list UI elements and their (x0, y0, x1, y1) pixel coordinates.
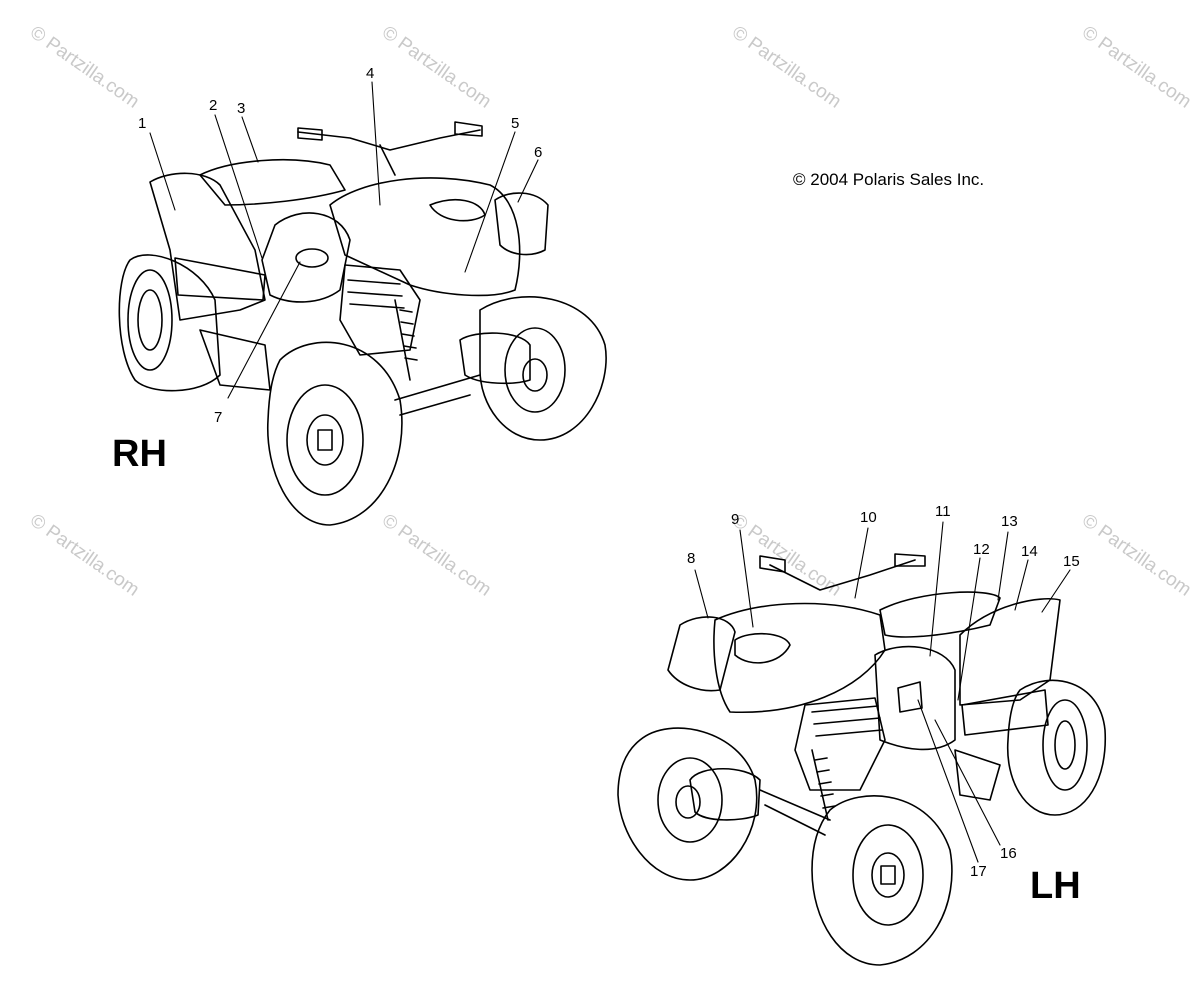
rh-leader-lines (149, 81, 539, 399)
lh-seat (879, 591, 1001, 638)
callout-13: 13 (1001, 513, 1018, 530)
rh-hood-stripe (429, 199, 486, 222)
lh-leader-lines (694, 521, 1071, 863)
lh-side-cover (874, 645, 956, 751)
rh-front-near-wheel (266, 341, 403, 526)
atv-lh-illustration (617, 553, 1107, 966)
rh-side-panel (174, 257, 266, 301)
rh-handlebars (297, 121, 483, 176)
rh-decal-oval (295, 248, 329, 268)
rh-shock (394, 299, 411, 381)
callout-8: 8 (687, 550, 695, 567)
lh-headlight-pod (667, 616, 736, 692)
callout-2: 2 (209, 97, 217, 114)
rh-a-arm (394, 374, 481, 416)
callout-1: 1 (138, 115, 146, 132)
lh-view-label: LH (1030, 865, 1081, 907)
callout-4: 4 (366, 65, 374, 82)
rh-headlight-pod (494, 192, 549, 256)
callout-6: 6 (534, 144, 542, 161)
rh-engine (339, 264, 421, 356)
callout-5: 5 (511, 115, 519, 132)
lh-rear-wheel (1006, 679, 1107, 816)
rh-footwell (199, 329, 271, 391)
callout-9: 9 (731, 511, 739, 528)
lh-front-bumper (689, 767, 761, 821)
copyright-text: © 2004 Polaris Sales Inc. (793, 170, 985, 189)
lh-hood (713, 602, 886, 714)
lh-side-panel (961, 689, 1049, 736)
callout-15: 15 (1063, 553, 1080, 570)
lh-footwell (954, 749, 1001, 801)
callout-7: 7 (214, 409, 222, 426)
lh-front-far-wheel (811, 795, 953, 966)
lh-front-near-wheel (617, 727, 758, 881)
rh-rear-wheel (118, 254, 221, 392)
rh-front-bumper (459, 332, 531, 385)
rh-rear-fender (149, 172, 266, 321)
rh-view-label: RH (112, 433, 167, 475)
lh-handlebars (759, 553, 926, 591)
callout-10: 10 (860, 509, 877, 526)
lh-a-arm (759, 789, 831, 836)
callout-11: 11 (935, 503, 951, 520)
callout-12: 12 (973, 541, 990, 558)
atv-rh-illustration (118, 121, 607, 526)
lh-engine (794, 697, 886, 791)
rh-seat (199, 159, 346, 206)
callout-3: 3 (237, 100, 245, 117)
lh-hood-stripe (734, 632, 791, 664)
lh-rear-fender (959, 597, 1061, 706)
callout-17: 17 (970, 863, 987, 880)
rh-hood (329, 177, 521, 297)
callout-14: 14 (1021, 543, 1038, 560)
rh-front-far-wheel (479, 296, 607, 441)
lh-decal-square (897, 681, 923, 713)
callout-numbers: 1 2 3 4 5 6 7 8 9 10 11 12 13 14 15 16 1… (138, 65, 1080, 880)
callout-16: 16 (1000, 845, 1017, 862)
